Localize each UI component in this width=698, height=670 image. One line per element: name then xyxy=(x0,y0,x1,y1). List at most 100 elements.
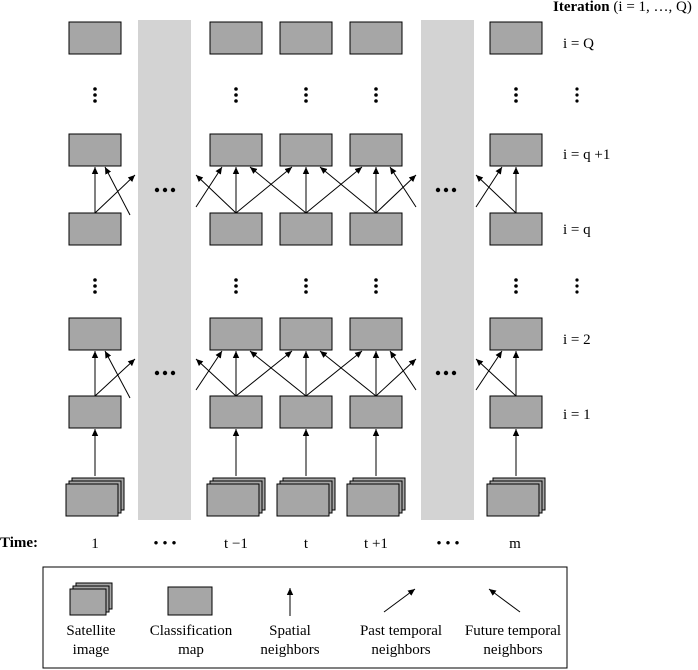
vertical-ellipsis-t-plus-1-1 xyxy=(374,278,378,294)
vertical-ellipsis-t-1 xyxy=(304,278,308,294)
classification-map-t-Q xyxy=(279,21,333,55)
future-temporal-arrow-q-1-band xyxy=(195,174,237,214)
past-temporal-arrow-q-band-1 xyxy=(195,166,223,208)
legend-label-satellite: Satellite image xyxy=(31,622,151,660)
satellite-image-stack-t xyxy=(276,477,336,517)
legend-label-future: Future temporal neighbors xyxy=(453,622,573,660)
past-temporal-arrow-q-2-3 xyxy=(305,166,363,214)
classification-map-t-plus-1-r1 xyxy=(349,395,403,429)
classification-map-m-r1 xyxy=(489,395,543,429)
legend-past-line1: Past temporal xyxy=(359,623,443,639)
classification-map-1-q xyxy=(68,212,122,246)
classification-map-t-plus-1-Q xyxy=(349,21,403,55)
band-ellipsis-3 xyxy=(435,370,457,376)
vertical-ellipsis-t-minus-1-0 xyxy=(234,87,238,103)
classification-map-t-q1 xyxy=(279,133,333,167)
iteration-label-Q: i = Q xyxy=(563,36,594,52)
future-temporal-arrow-q-band-3 xyxy=(389,166,417,208)
future-temporal-arrow-r-3-2 xyxy=(319,350,377,397)
past-temporal-arrow-q-3-band xyxy=(375,174,417,214)
legend-spatial-line1: Spatial xyxy=(269,623,311,639)
vertical-ellipsis-1-0 xyxy=(93,87,97,103)
classification-map-m-q1 xyxy=(489,133,543,167)
past-temporal-arrow-q-0-band xyxy=(94,174,136,214)
time-label-ellipsis-left: • • • xyxy=(153,536,177,552)
classification-map-t-plus-1-r2 xyxy=(349,317,403,351)
past-temporal-arrow-r-2-3 xyxy=(305,350,363,397)
label-vertical-ellipsis-1 xyxy=(575,278,579,294)
legend-future-line2: neighbors xyxy=(483,641,543,658)
band-ellipsis-0 xyxy=(154,187,176,193)
time-label-ellipsis-right: • • • xyxy=(436,536,460,552)
classification-map-m-q xyxy=(489,212,543,246)
classification-map-1-q1 xyxy=(68,133,122,167)
legend-satellite-icon xyxy=(69,582,113,616)
satellite-image-stack-m xyxy=(486,477,546,517)
past-temporal-arrow-q-1-2 xyxy=(235,166,293,214)
vertical-ellipsis-t-plus-1-0 xyxy=(374,87,378,103)
legend-future-line1: Future temporal xyxy=(464,623,562,639)
vertical-ellipsis-1-1 xyxy=(93,278,97,294)
future-temporal-arrow-q-3-2 xyxy=(319,166,377,214)
iteration-header-bold: Iteration xyxy=(553,0,610,15)
classification-map-t-r1 xyxy=(279,395,333,429)
future-temporal-arrow-r-band-3 xyxy=(389,350,417,391)
future-temporal-arrow-r-4-band xyxy=(475,358,517,397)
time-label-t-minus-1: t −1 xyxy=(224,536,248,552)
future-temporal-arrow-r-1-band xyxy=(195,358,237,397)
vertical-ellipsis-m-0 xyxy=(514,87,518,103)
time-label-t: t xyxy=(303,536,309,552)
legend-satellite-line1: Satellite xyxy=(66,623,116,639)
classification-map-t-minus-1-Q xyxy=(209,21,263,55)
legend-past-arrow-icon xyxy=(383,588,416,613)
legend-past-line2: neighbors xyxy=(371,641,431,658)
legend-label-classification: Classification map xyxy=(131,622,251,660)
classification-map-1-r2 xyxy=(68,317,122,351)
classification-map-t-minus-1-q xyxy=(209,212,263,246)
past-temporal-arrow-r-band-1 xyxy=(195,350,223,391)
future-temporal-arrow-r-2-1 xyxy=(249,350,307,397)
vertical-ellipsis-m-1 xyxy=(514,278,518,294)
ellipsis-band-left xyxy=(138,20,191,520)
iteration-label-q: i = q xyxy=(563,222,591,238)
band-ellipsis-1 xyxy=(154,370,176,376)
legend-spatial-line2: neighbors xyxy=(260,641,320,658)
classification-map-m-Q xyxy=(489,21,543,55)
satellite-image-stack-t-minus-1 xyxy=(206,477,266,517)
classification-map-1-Q xyxy=(68,21,122,55)
classification-map-t-q xyxy=(279,212,333,246)
classification-map-t-minus-1-r1 xyxy=(209,395,263,429)
classification-map-1-r1 xyxy=(68,395,122,429)
legend-label-past: Past temporal neighbors xyxy=(341,622,461,660)
classification-map-t-minus-1-q1 xyxy=(209,133,263,167)
legend-label-spatial: Spatial neighbors xyxy=(230,622,350,660)
legend-future-arrow-icon xyxy=(488,588,521,613)
legend-frame xyxy=(42,566,568,669)
future-temporal-arrow-r-1 xyxy=(104,350,131,399)
iteration-label-2: i = 2 xyxy=(563,332,591,348)
classification-map-t-minus-1-r2 xyxy=(209,317,263,351)
future-temporal-arrow-q-4-band xyxy=(475,174,517,214)
legend-satellite-line2: image xyxy=(72,641,110,658)
past-temporal-arrow-r-0-band xyxy=(94,358,136,397)
ellipsis-band-right xyxy=(421,20,474,520)
legend-classification-line2: map xyxy=(178,641,204,658)
iteration-header-range: (i = 1, …, Q) xyxy=(613,0,692,15)
satellite-image-stack-1 xyxy=(65,477,125,517)
past-temporal-arrow-r-3-band xyxy=(375,358,417,397)
iteration-label-q-plus-1: i = q +1 xyxy=(563,147,611,163)
legend-classification-line1: Classification xyxy=(149,623,233,639)
classification-map-t-r2 xyxy=(279,317,333,351)
iteration-label-1: i = 1 xyxy=(563,407,591,423)
classification-map-m-r2 xyxy=(489,317,543,351)
time-title: Time: xyxy=(0,535,39,551)
legend-classification-icon xyxy=(167,586,213,616)
time-label-t-plus-1: t +1 xyxy=(364,536,388,552)
time-label-1: 1 xyxy=(91,536,99,552)
label-vertical-ellipsis-0 xyxy=(575,87,579,103)
vertical-ellipsis-t-0 xyxy=(304,87,308,103)
classification-map-t-plus-1-q xyxy=(349,212,403,246)
satellite-image-stack-t-plus-1 xyxy=(346,477,406,517)
vertical-ellipsis-t-minus-1-1 xyxy=(234,278,238,294)
